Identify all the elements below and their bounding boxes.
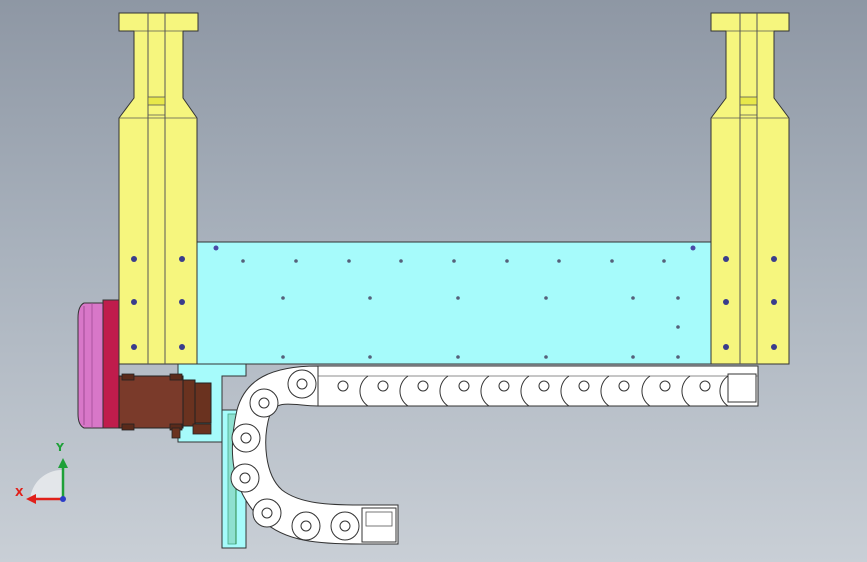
- servo-motor[interactable]: [77, 299, 212, 439]
- mounting-plate[interactable]: [196, 241, 712, 365]
- x-axis-label: X: [15, 486, 24, 499]
- y-axis-label: Y: [56, 441, 64, 454]
- z-axis-point: [60, 496, 66, 502]
- cable-chain-upper[interactable]: [317, 365, 759, 407]
- coordinate-triad: [26, 458, 68, 504]
- cable-chain-bend[interactable]: [230, 365, 399, 545]
- left-column[interactable]: [118, 12, 199, 365]
- right-column[interactable]: [710, 12, 790, 365]
